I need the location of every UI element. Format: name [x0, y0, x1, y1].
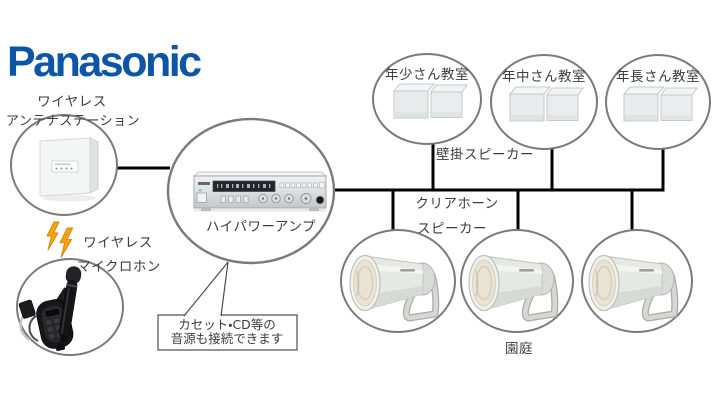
- classroom-label-3: 年長さん教室: [616, 69, 700, 85]
- amplifier-icon: [192, 171, 328, 212]
- amplifier-label: ハイパワーアンプ: [206, 219, 316, 235]
- panasonic-logo: Panasonic: [7, 38, 202, 86]
- microphone-label-line1: ワイヤレス: [83, 235, 153, 251]
- classroom-label-1: 年少さん教室: [385, 67, 469, 83]
- antenna-station-icon: [39, 137, 99, 202]
- horn-speaker-label-line2: スピーカー: [417, 221, 487, 237]
- callout-text-line1: カセット・CD等の: [178, 317, 276, 332]
- callout-box: [157, 261, 298, 351]
- horn-speaker-label-line1: クリアホーン: [415, 196, 499, 212]
- connection-lines: [116, 143, 665, 232]
- wireless-microphone-icon: [18, 266, 82, 351]
- microphone-label-line2: マイクロホン: [77, 259, 161, 275]
- playground-label: 園庭: [505, 341, 533, 357]
- wireless-signal-icon: [46, 221, 74, 258]
- callout-text-line2: 音源も接続できます: [170, 331, 284, 346]
- antenna-label-line1: ワイヤレス: [37, 94, 107, 110]
- wall-speaker-label: 壁掛スピーカー: [436, 147, 534, 163]
- antenna-label-line2: アンテナステーション: [5, 114, 141, 129]
- classroom-label-2: 年中さん教室: [502, 69, 586, 85]
